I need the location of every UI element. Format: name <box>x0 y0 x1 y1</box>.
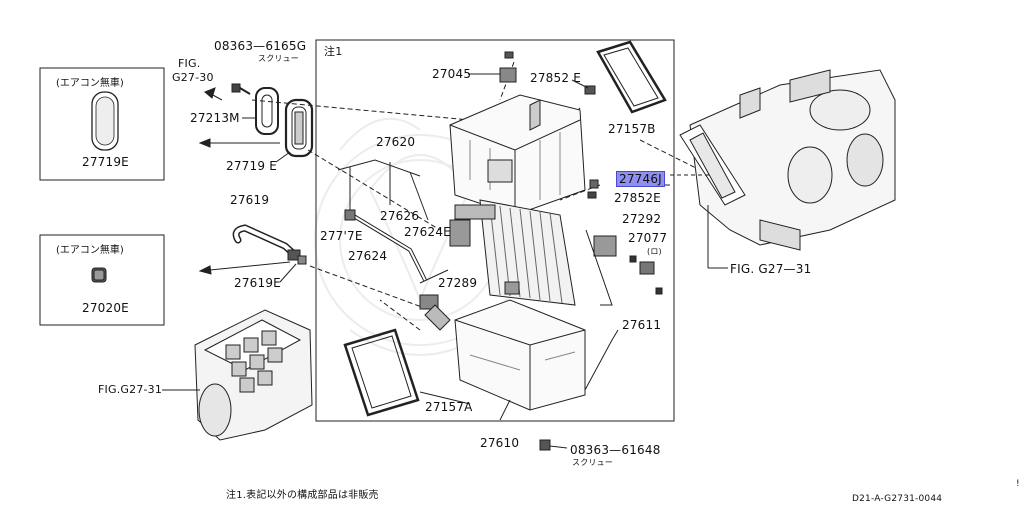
part-27746j-label[interactable]: 27746J <box>616 171 665 187</box>
corner-mark: ! <box>1016 479 1020 489</box>
part-27610-label[interactable]: 27610 <box>480 436 520 450</box>
part-27045-label[interactable]: 27045 <box>432 67 472 81</box>
left-box-bottom-part[interactable]: 27020E <box>82 301 129 315</box>
part-27624-label[interactable]: 27624 <box>348 249 388 263</box>
part-27619e-label[interactable]: 27619E <box>234 276 281 290</box>
part-27077-sub: (ロ) <box>647 247 662 256</box>
part-27719e-drawing <box>91 91 119 151</box>
part-27157a-label[interactable]: 27157A <box>425 400 473 414</box>
screw-top-caption: スクリュー <box>258 54 299 63</box>
diagram-code: D21-A-G2731-0044 <box>852 494 943 504</box>
main-frame <box>315 39 675 422</box>
part-27611-label[interactable]: 27611 <box>622 318 662 332</box>
part-27777e-label[interactable]: 277'7E <box>320 229 363 243</box>
hose-27619-drawing <box>232 224 307 265</box>
part-27624e-label[interactable]: 27624E <box>404 225 451 239</box>
note-header: 注1 <box>324 45 343 58</box>
left-box-bottom-title: (エアコン無車) <box>56 245 124 256</box>
left-box-bottom-frame <box>39 234 165 326</box>
upper-case-27620-drawing <box>449 94 586 216</box>
fig-right-leader <box>670 174 728 269</box>
fig-ref-top-left-line1[interactable]: FIG. <box>178 57 201 70</box>
left-box-top-title: (エアコン無車) <box>56 78 124 89</box>
part-27852e-mid-label[interactable]: 27852E <box>614 191 661 205</box>
fig-ref-right[interactable]: FIG. G27—31 <box>730 262 812 276</box>
pipes-drawing <box>344 209 520 331</box>
screw-top-drawing <box>231 83 251 95</box>
part-27626-label[interactable]: 27626 <box>380 209 420 223</box>
lower-case-27611-drawing <box>454 299 586 411</box>
gasket-27157b-drawing <box>596 40 667 114</box>
fig-ref-top-left-line2[interactable]: G27-30 <box>172 71 214 84</box>
gasket-27157a-drawing <box>343 328 420 417</box>
blower-housing-drawing <box>194 309 313 441</box>
part-27619-label[interactable]: 27619 <box>230 193 270 207</box>
footnote: 注1.表記以外の構成部品は非販売 <box>226 490 379 501</box>
gasket-27213m-drawing <box>255 87 314 158</box>
part-27719e-label[interactable]: 27719 E <box>226 159 277 173</box>
left-box-top-part[interactable]: 27719E <box>82 155 129 169</box>
part-27213m-label[interactable]: 27213M <box>190 111 240 125</box>
screw-bottom-part-label[interactable]: 08363—61648 <box>570 443 661 457</box>
heater-assembly-drawing <box>679 69 896 251</box>
screw-top-part-label[interactable]: 08363—6165G <box>214 39 307 53</box>
part-27289-label[interactable]: 27289 <box>438 276 478 290</box>
part-27077-label[interactable]: 27077 <box>628 231 668 245</box>
label-leaders <box>242 73 589 449</box>
part-27157b-label[interactable]: 27157B <box>608 122 656 136</box>
part-27020e-drawing <box>91 267 107 283</box>
left-box-top-frame <box>39 67 165 181</box>
fig-ref-bottom-left[interactable]: FIG.G27-31 <box>98 383 163 396</box>
screw-bottom-caption: スクリュー <box>572 458 613 467</box>
part-27620-label[interactable]: 27620 <box>376 135 416 149</box>
part-27292-label[interactable]: 27292 <box>622 212 662 226</box>
part-27852e-top-label[interactable]: 27852 E <box>530 71 581 85</box>
small-parts-right <box>499 51 663 451</box>
pointer-arrows <box>198 87 291 275</box>
